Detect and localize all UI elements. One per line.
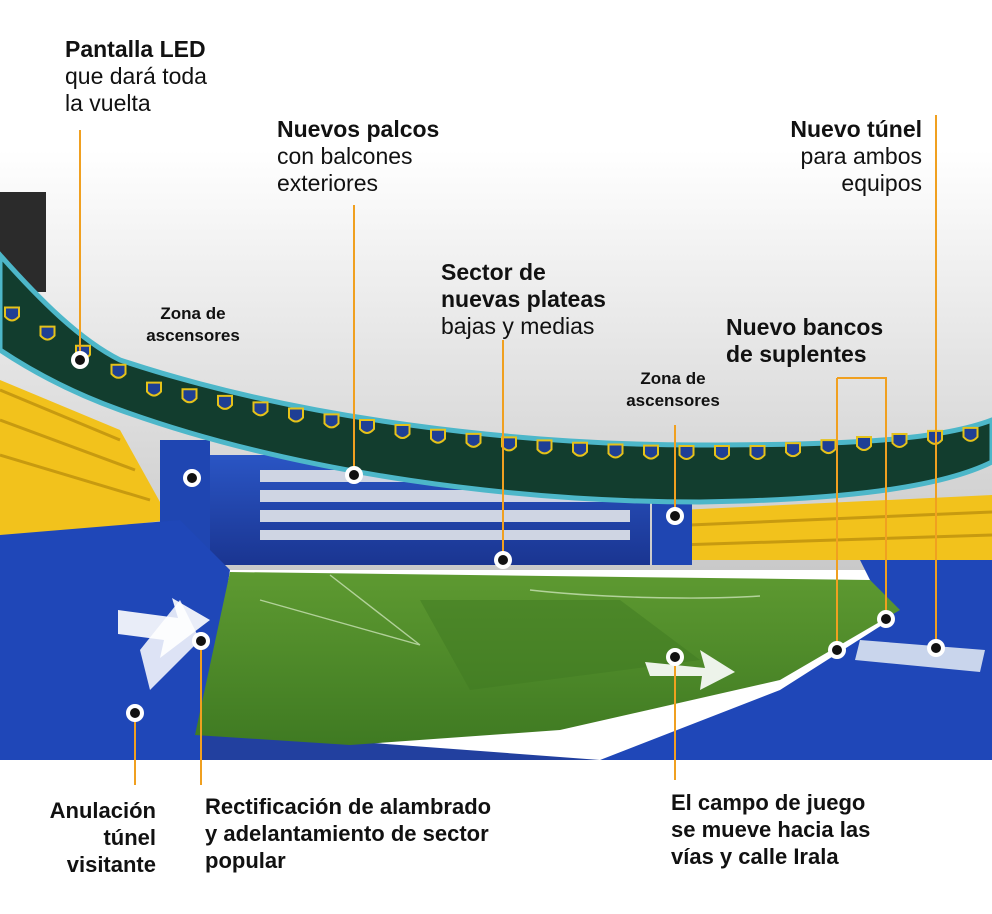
left-lower-stand bbox=[0, 520, 230, 760]
club-crest-icon bbox=[749, 445, 766, 460]
left-yellow-stand bbox=[0, 380, 170, 540]
club-crest-icon bbox=[465, 432, 482, 448]
club-crest-icon bbox=[678, 444, 695, 460]
club-crest-icon bbox=[714, 445, 730, 460]
club-crest-icon bbox=[39, 325, 56, 341]
club-crest-icon bbox=[572, 441, 588, 457]
club-crest-icon bbox=[181, 388, 198, 404]
club-crest-icon bbox=[891, 432, 908, 448]
club-crest-icon bbox=[607, 443, 624, 459]
club-crest-icon bbox=[856, 436, 872, 452]
led-ring bbox=[0, 251, 992, 505]
club-crest-icon bbox=[962, 426, 979, 442]
marker-dot-icon bbox=[71, 351, 945, 722]
club-crest-icon bbox=[288, 407, 304, 423]
label-pantalla-led: Pantalla LED que dará toda la vuelta bbox=[65, 36, 207, 116]
label-nuevo-tunel: Nuevo túnel para ambos equipos bbox=[790, 116, 922, 196]
label-zona-ascensores-right: Zona de ascensores bbox=[626, 369, 720, 410]
label-anulacion-tunel: Anulación túnel visitante bbox=[49, 798, 156, 877]
leader-lines bbox=[79, 115, 937, 785]
club-crest-icon bbox=[430, 428, 446, 444]
club-crest-icon bbox=[785, 442, 801, 458]
club-crest-icon bbox=[394, 424, 411, 440]
club-crest-icon bbox=[252, 401, 269, 417]
club-crest-icon bbox=[536, 439, 553, 455]
club-crest-icon bbox=[4, 306, 20, 322]
label-bancos-suplentes: Nuevo bancos de suplentes bbox=[726, 314, 884, 367]
club-crest-icon bbox=[643, 444, 659, 460]
club-crest-icon bbox=[359, 418, 375, 434]
label-sector-plateas: Sector de nuevas plateas bajas y medias bbox=[441, 259, 606, 339]
label-nuevos-palcos: Nuevos palcos con balcones exteriores bbox=[277, 116, 440, 196]
club-crest-icon bbox=[110, 363, 127, 379]
label-rectificacion-alambrado: Rectificación de alambrado y adelantamie… bbox=[205, 794, 492, 873]
label-zona-ascensores-left: Zona de ascensores bbox=[146, 304, 240, 345]
elevator-tower-right bbox=[652, 495, 692, 565]
club-crest-icon bbox=[820, 439, 837, 455]
label-campo-de-juego: El campo de juego se mueve hacia las vía… bbox=[671, 790, 871, 869]
club-crest-icon bbox=[323, 413, 340, 429]
club-crest-icon bbox=[217, 394, 233, 410]
club-crest-icon bbox=[146, 381, 162, 397]
